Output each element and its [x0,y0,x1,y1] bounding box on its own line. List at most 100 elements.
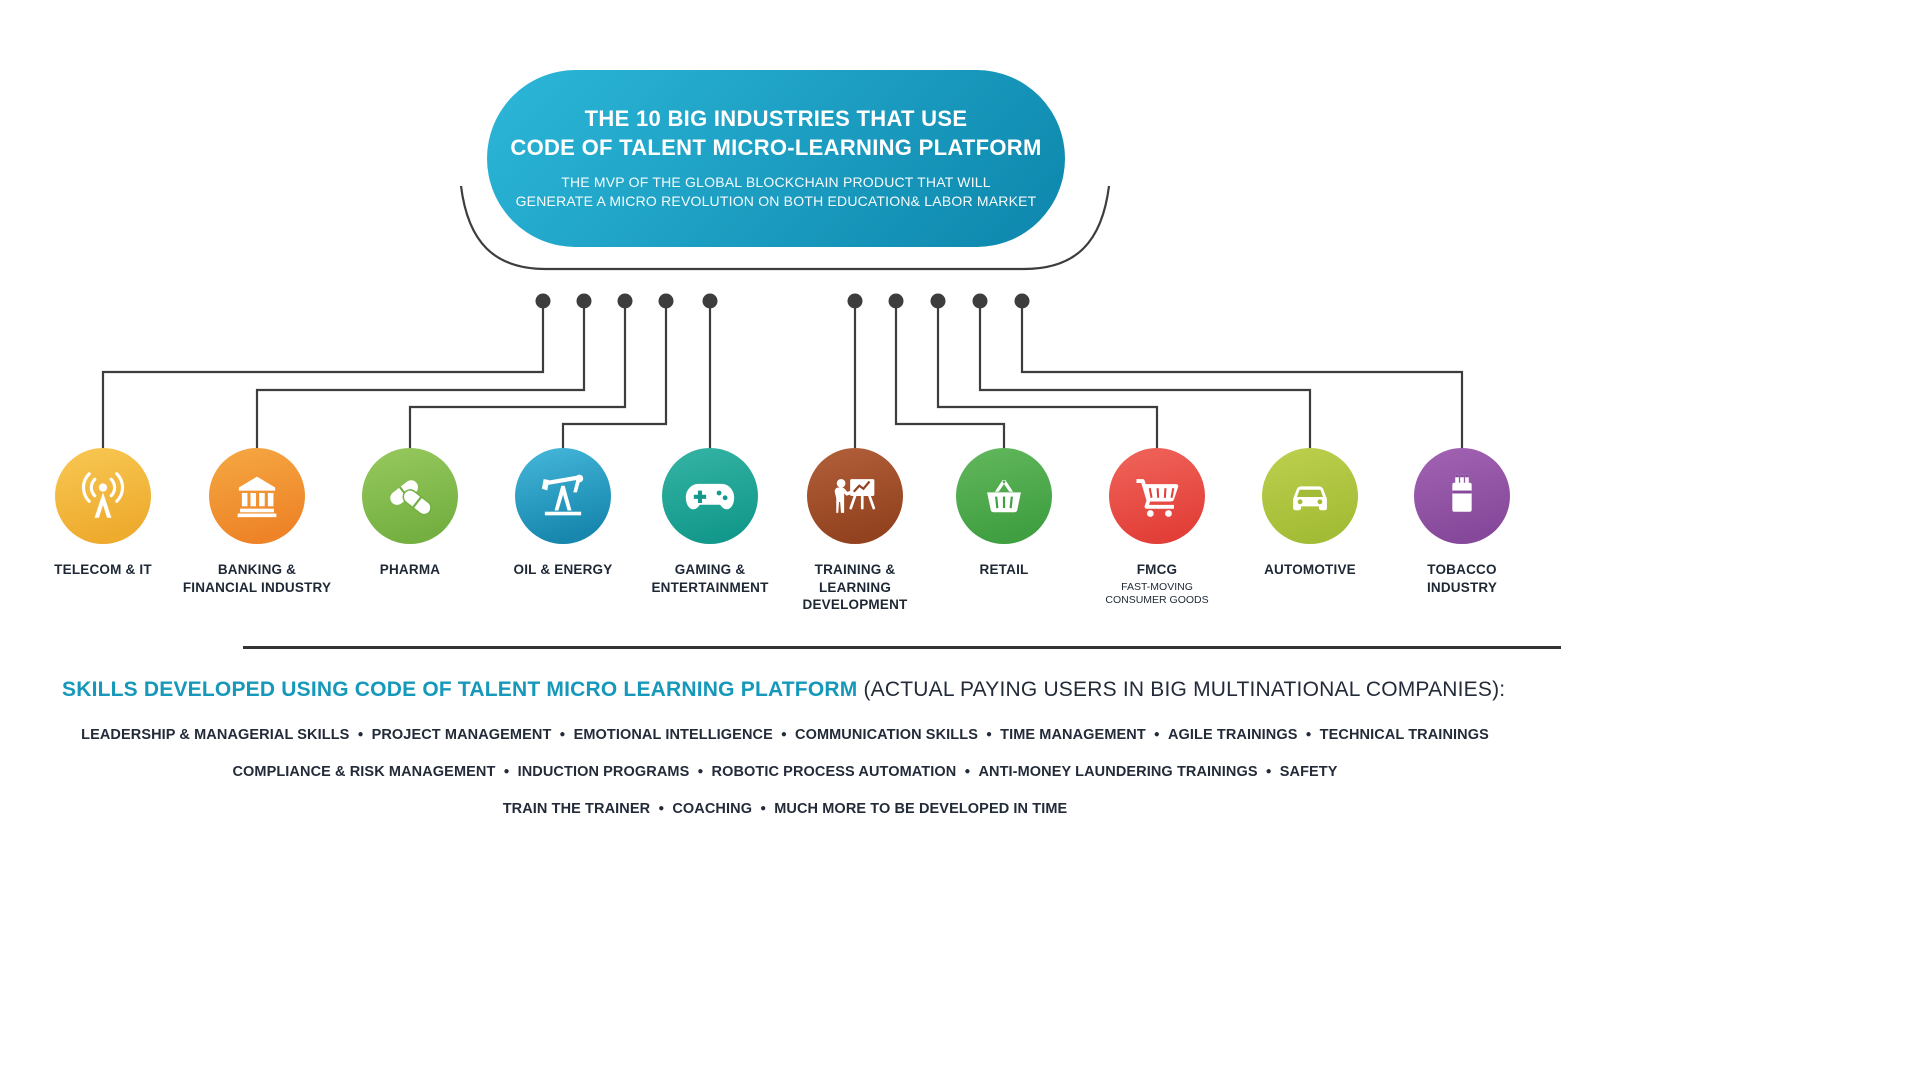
bullet-separator: ● [697,766,704,777]
industry-item-oil-energy: OIL & ENERGY [483,448,643,579]
industry-circle [956,448,1052,544]
connector-dot [535,293,551,309]
header-capsule: THE 10 BIG INDUSTRIES THAT USE CODE OF T… [487,70,1065,247]
industry-label: PHARMA [379,562,441,577]
subtitle-line-1: THE MVP OF THE GLOBAL BLOCKCHAIN PRODUCT… [561,173,991,190]
title-line-1: THE 10 BIG INDUSTRIES THAT USE [584,106,968,132]
trainer-icon [834,478,876,513]
industry-circle [1109,448,1205,544]
connector-dot [888,293,904,309]
industry-label: AUTOMOTIVE [1264,562,1356,577]
connector-dot [617,293,633,309]
connector-line [894,308,1006,449]
skills-line: COMPLIANCE & RISK MANAGEMENT ● INDUCTION P… [0,764,1570,780]
skill-item: INDUCTION PROGRAMS [517,764,690,780]
industry-circle [1262,448,1358,544]
infographic-subtitle: THE MVP OF THE GLOBAL BLOCKCHAIN PRODUCT… [516,173,1037,212]
infographic-title: THE 10 BIG INDUSTRIES THAT USE CODE OF T… [510,105,1041,162]
skill-item: COACHING [672,801,753,817]
connector-dot [658,293,674,309]
skill-item: TRAIN THE TRAINER [502,801,651,817]
bullet-separator: ● [559,729,566,740]
skill-item: TIME MANAGEMENT [1000,727,1146,743]
connector-line [561,308,668,449]
industry-circle [55,448,151,544]
industry-item-pharma: PHARMA [330,448,490,579]
connector-dot [972,293,988,309]
skill-item: AGILE TRAININGS [1167,727,1298,743]
basket-icon [987,479,1021,513]
connector-dot [930,293,946,309]
skill-item: MUCH MORE TO BE DEVELOPED IN TIME [774,801,1068,817]
connector-line [936,308,1159,449]
skill-item: COMPLIANCE & RISK MANAGEMENT [232,764,496,780]
bullet-separator: ● [1265,766,1272,777]
skill-item: SAFETY [1279,764,1338,780]
bank-icon [237,476,277,518]
connector-line [255,308,586,449]
connector-line [978,308,1312,449]
skills-line: LEADERSHIP & MANAGERIAL SKILLS ● PROJECT M… [0,727,1570,743]
bullet-separator: ● [503,766,510,777]
skill-item: PROJECT MANAGEMENT [371,727,552,743]
connector-dot [847,293,863,309]
connector-dot [702,293,718,309]
connector-line [408,308,627,449]
industry-item-retail: RETAIL [924,448,1084,579]
industry-circle [1414,448,1510,544]
industry-circle [209,448,305,544]
skill-item: ROBOTIC PROCESS AUTOMATION [711,764,957,780]
skill-item: LEADERSHIP & MANAGERIAL SKILLS [81,727,350,743]
connector-dot [576,293,592,309]
industry-circle [515,448,611,544]
industry-circle [662,448,758,544]
skill-item: TECHNICAL TRAININGS [1319,727,1489,743]
bullet-separator: ● [964,766,971,777]
bullet-separator: ● [1153,729,1160,740]
skills-heading-note: (ACTUAL PAYING USERS IN BIG MULTINATIONA… [857,678,1506,701]
industry-item-automotive: AUTOMOTIVE [1230,448,1390,579]
industry-circle [362,448,458,544]
industry-item-gaming-entertainment: GAMING &ENTERTAINMENT [630,448,790,596]
section-divider [243,646,1561,649]
skills-heading-main: SKILLS DEVELOPED USING CODE OF TALENT MI… [62,678,858,701]
subtitle-line-2: GENERATE A MICRO REVOLUTION ON BOTH EDUC… [515,193,1037,210]
skill-item: EMOTIONAL INTELLIGENCE [573,727,773,743]
bullet-separator: ● [357,729,364,740]
industry-item-banking-financial: BANKING &FINANCIAL INDUSTRY [177,448,337,596]
bullet-separator: ● [760,803,767,814]
industry-item-telecom-it: TELECOM & IT [23,448,183,579]
skills-line: TRAIN THE TRAINER ● COACHING ● MUCH MORE TO … [0,801,1570,817]
gamepad-icon [685,483,735,510]
connector-line [1020,308,1464,449]
antenna-icon [81,472,125,518]
industry-circle [807,448,903,544]
connector-dot [1014,293,1030,309]
industry-label: GAMING &ENTERTAINMENT [651,562,769,595]
bullet-separator: ● [658,803,665,814]
oil-pump-icon [541,474,584,516]
bullet-separator: ● [780,729,787,740]
title-line-2: CODE OF TALENT MICRO-LEARNING PLATFORM [510,134,1042,160]
bullet-separator: ● [1305,729,1312,740]
skill-item: COMMUNICATION SKILLS [795,727,978,743]
connector-line [101,308,545,449]
bullet-separator: ● [985,729,993,740]
industry-label: BANKING &FINANCIAL INDUSTRY [182,562,332,595]
pills-icon [390,480,432,516]
industry-label: RETAIL [979,562,1029,577]
skill-item: ANTI-MONEY LAUNDERING TRAININGS [978,764,1258,780]
cart-icon [1136,479,1179,517]
car-icon [1293,486,1327,511]
skills-heading: SKILLS DEVELOPED USING CODE OF TALENT MI… [62,678,1552,702]
cigarette-pack-icon [1452,474,1472,512]
industry-label: OIL & ENERGY [513,562,613,577]
industry-label: FMCG [1136,562,1178,577]
